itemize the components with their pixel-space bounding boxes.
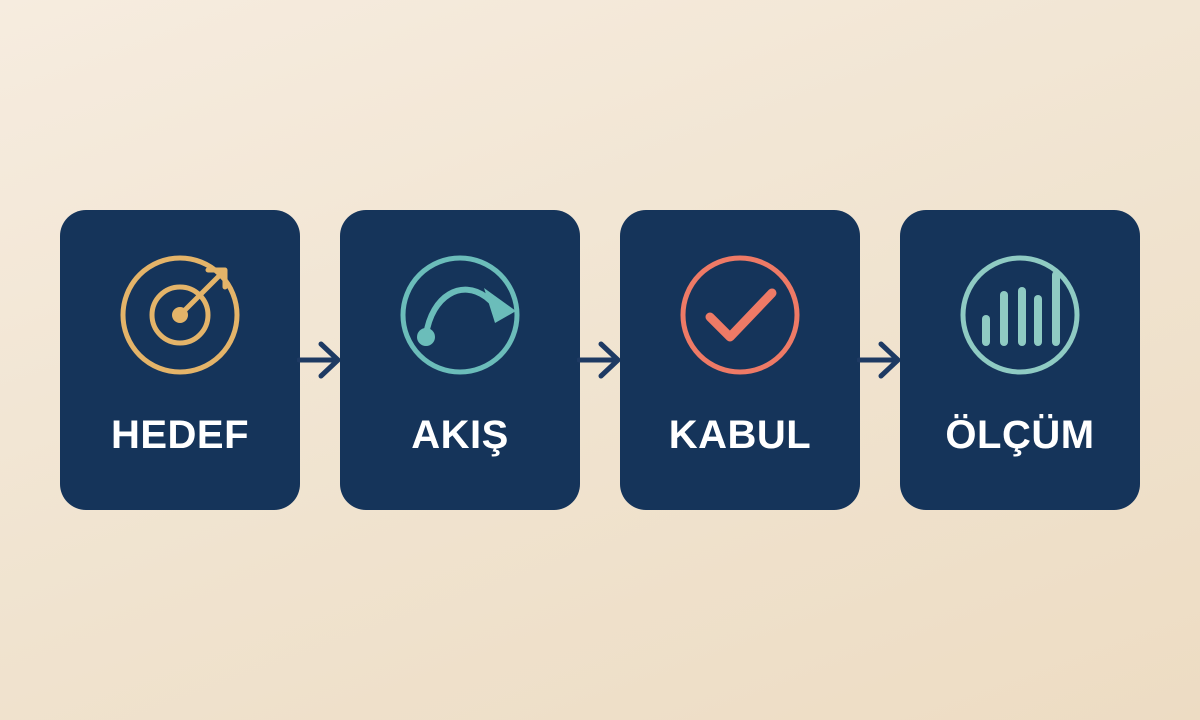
checkmark-icon bbox=[680, 255, 800, 375]
step-card-akis: AKIŞ bbox=[340, 210, 580, 510]
step-label-olcum: ÖLÇÜM bbox=[945, 413, 1095, 457]
step-label-akis: AKIŞ bbox=[411, 413, 509, 457]
bar-chart-icon bbox=[960, 255, 1080, 375]
step-label-kabul: KABUL bbox=[668, 413, 812, 457]
connector-arrow-1 bbox=[297, 336, 343, 384]
step-card-kabul: KABUL bbox=[620, 210, 860, 510]
step-label-hedef: HEDEF bbox=[110, 413, 250, 457]
step-card-olcum: ÖLÇÜM bbox=[900, 210, 1140, 510]
target-icon bbox=[120, 255, 240, 375]
connector-arrow-2 bbox=[577, 336, 623, 384]
connector-arrow-3 bbox=[857, 336, 903, 384]
step-card-hedef: HEDEF bbox=[60, 210, 300, 510]
curved-arrow-icon bbox=[400, 255, 520, 375]
